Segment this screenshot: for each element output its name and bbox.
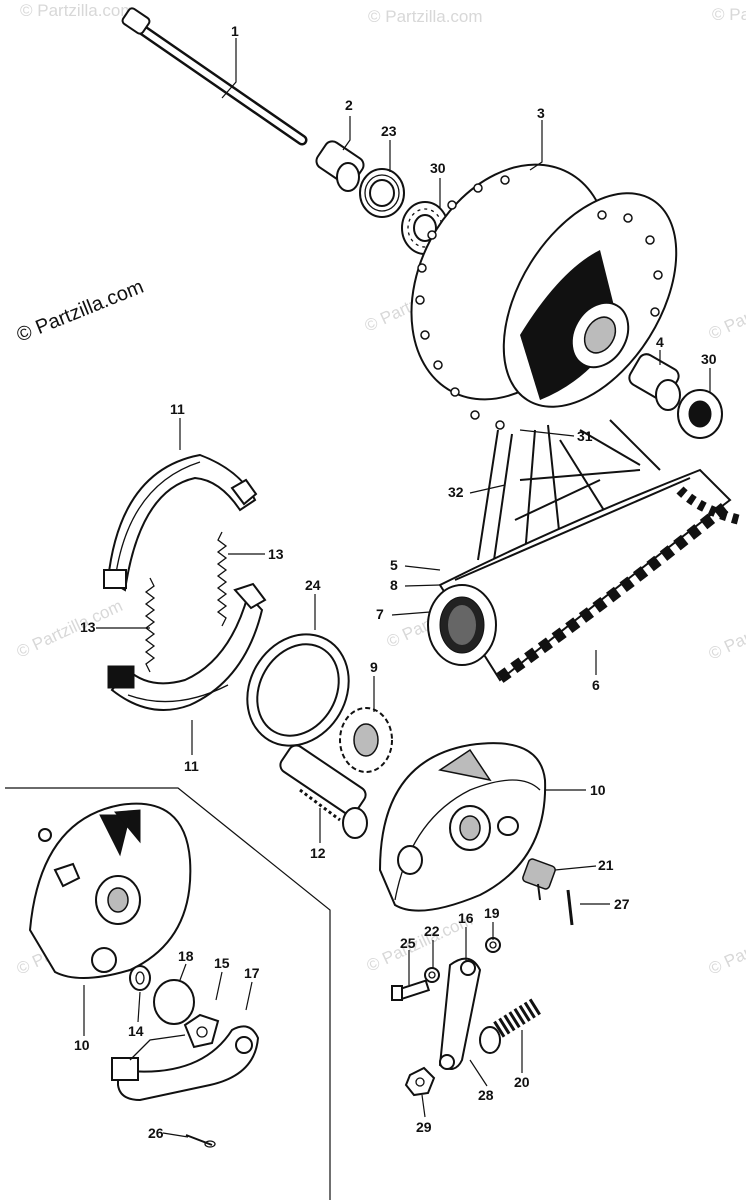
watermark: © Partzilla.com <box>712 5 746 24</box>
gear-part-9 <box>339 707 393 773</box>
hub-spoke-holes <box>415 175 663 430</box>
callout-22: 22 <box>424 923 440 939</box>
callout-10: 10 <box>74 1037 90 1053</box>
callout-28: 28 <box>478 1087 494 1103</box>
callout-1: 1 <box>231 23 239 39</box>
callout-30: 30 <box>430 160 446 176</box>
callout-6: 6 <box>592 677 600 693</box>
dust-seal-ring-part-24 <box>246 633 350 747</box>
wheel-hub-part-3 <box>410 163 678 430</box>
callout-31: 31 <box>577 428 593 444</box>
callout-5: 5 <box>390 557 398 573</box>
watermark: © Partzilla.com <box>706 913 746 979</box>
watermark: © Partzilla.com <box>14 596 126 662</box>
rim-band-part-7 <box>427 584 497 666</box>
callout-25: 25 <box>400 935 416 951</box>
brake-cam-part-12 <box>279 744 368 839</box>
callout-19: 19 <box>484 905 500 921</box>
callout-24: 24 <box>305 577 321 593</box>
callout-27: 27 <box>614 896 630 912</box>
indicator-part-21 <box>522 858 556 901</box>
callout-8: 8 <box>390 577 398 593</box>
callout-13: 13 <box>268 546 284 562</box>
leader-lines <box>83 38 711 1138</box>
watermark: © Partzilla.com <box>368 7 483 26</box>
bolt-part-25 <box>391 979 431 1001</box>
nut-part-29 <box>404 1066 436 1097</box>
copyright-notice: © Partzilla.com <box>14 276 147 347</box>
callout-3: 3 <box>537 105 545 121</box>
bearing-part-30-right <box>677 389 723 439</box>
ring-part-18 <box>153 979 195 1025</box>
return-spring-part-13-left <box>144 577 156 673</box>
washer-part-14 <box>129 965 151 991</box>
callout-11: 11 <box>170 401 185 417</box>
callout-21: 21 <box>598 857 614 873</box>
callout-14: 14 <box>128 1023 144 1039</box>
callout-26: 26 <box>148 1125 164 1141</box>
callout-11: 11 <box>184 758 199 774</box>
pin-part-27 <box>566 889 574 926</box>
watermark: © Partzilla.com <box>706 278 746 344</box>
watermark: © Partzilla.com <box>20 1 135 20</box>
callout-32: 32 <box>448 484 464 500</box>
callout-9: 9 <box>370 659 378 675</box>
brake-shoe-upper-part-11 <box>103 453 258 592</box>
callout-20: 20 <box>514 1074 530 1090</box>
callout-13: 13 <box>80 619 96 635</box>
brake-panel-part-10-left <box>28 802 192 980</box>
callout-29: 29 <box>416 1119 432 1135</box>
callout-18: 18 <box>178 948 194 964</box>
callout-7: 7 <box>376 606 384 622</box>
callout-16: 16 <box>458 910 474 926</box>
hub-collar-part-4 <box>628 353 681 411</box>
callout-10: 10 <box>590 782 606 798</box>
brake-arm-part-16 <box>438 957 482 1070</box>
inset-boundary <box>5 787 331 1200</box>
oil-seal-part-23 <box>359 168 405 218</box>
callout-labels: 1 2 23 30 3 4 30 31 32 5 8 7 6 11 13 13 … <box>74 23 717 1141</box>
callout-4: 4 <box>656 334 664 350</box>
brake-shoe-lower-part-11 <box>107 582 267 711</box>
collar-part-2 <box>315 140 365 192</box>
washer-part-22 <box>424 967 440 983</box>
spring-plate-part-15 <box>183 1013 220 1049</box>
brake-lever-part-17 <box>111 1025 260 1102</box>
cotter-pin-part-26 <box>185 1134 216 1148</box>
spokes-part-31-32 <box>477 419 661 561</box>
axle-part-1 <box>121 7 308 146</box>
callout-30: 30 <box>701 351 717 367</box>
washer-part-19 <box>485 937 501 953</box>
watermark: © Partzilla.com <box>706 598 746 664</box>
return-spring-part-13-right <box>216 531 228 627</box>
brake-panel-part-10-right <box>378 742 547 912</box>
spring-part-20 <box>479 997 543 1054</box>
callout-15: 15 <box>214 955 230 971</box>
callout-17: 17 <box>244 965 260 981</box>
callout-12: 12 <box>310 845 326 861</box>
rim-and-tire-part-6 <box>438 468 742 683</box>
callout-2: 2 <box>345 97 353 113</box>
callout-23: 23 <box>381 123 397 139</box>
